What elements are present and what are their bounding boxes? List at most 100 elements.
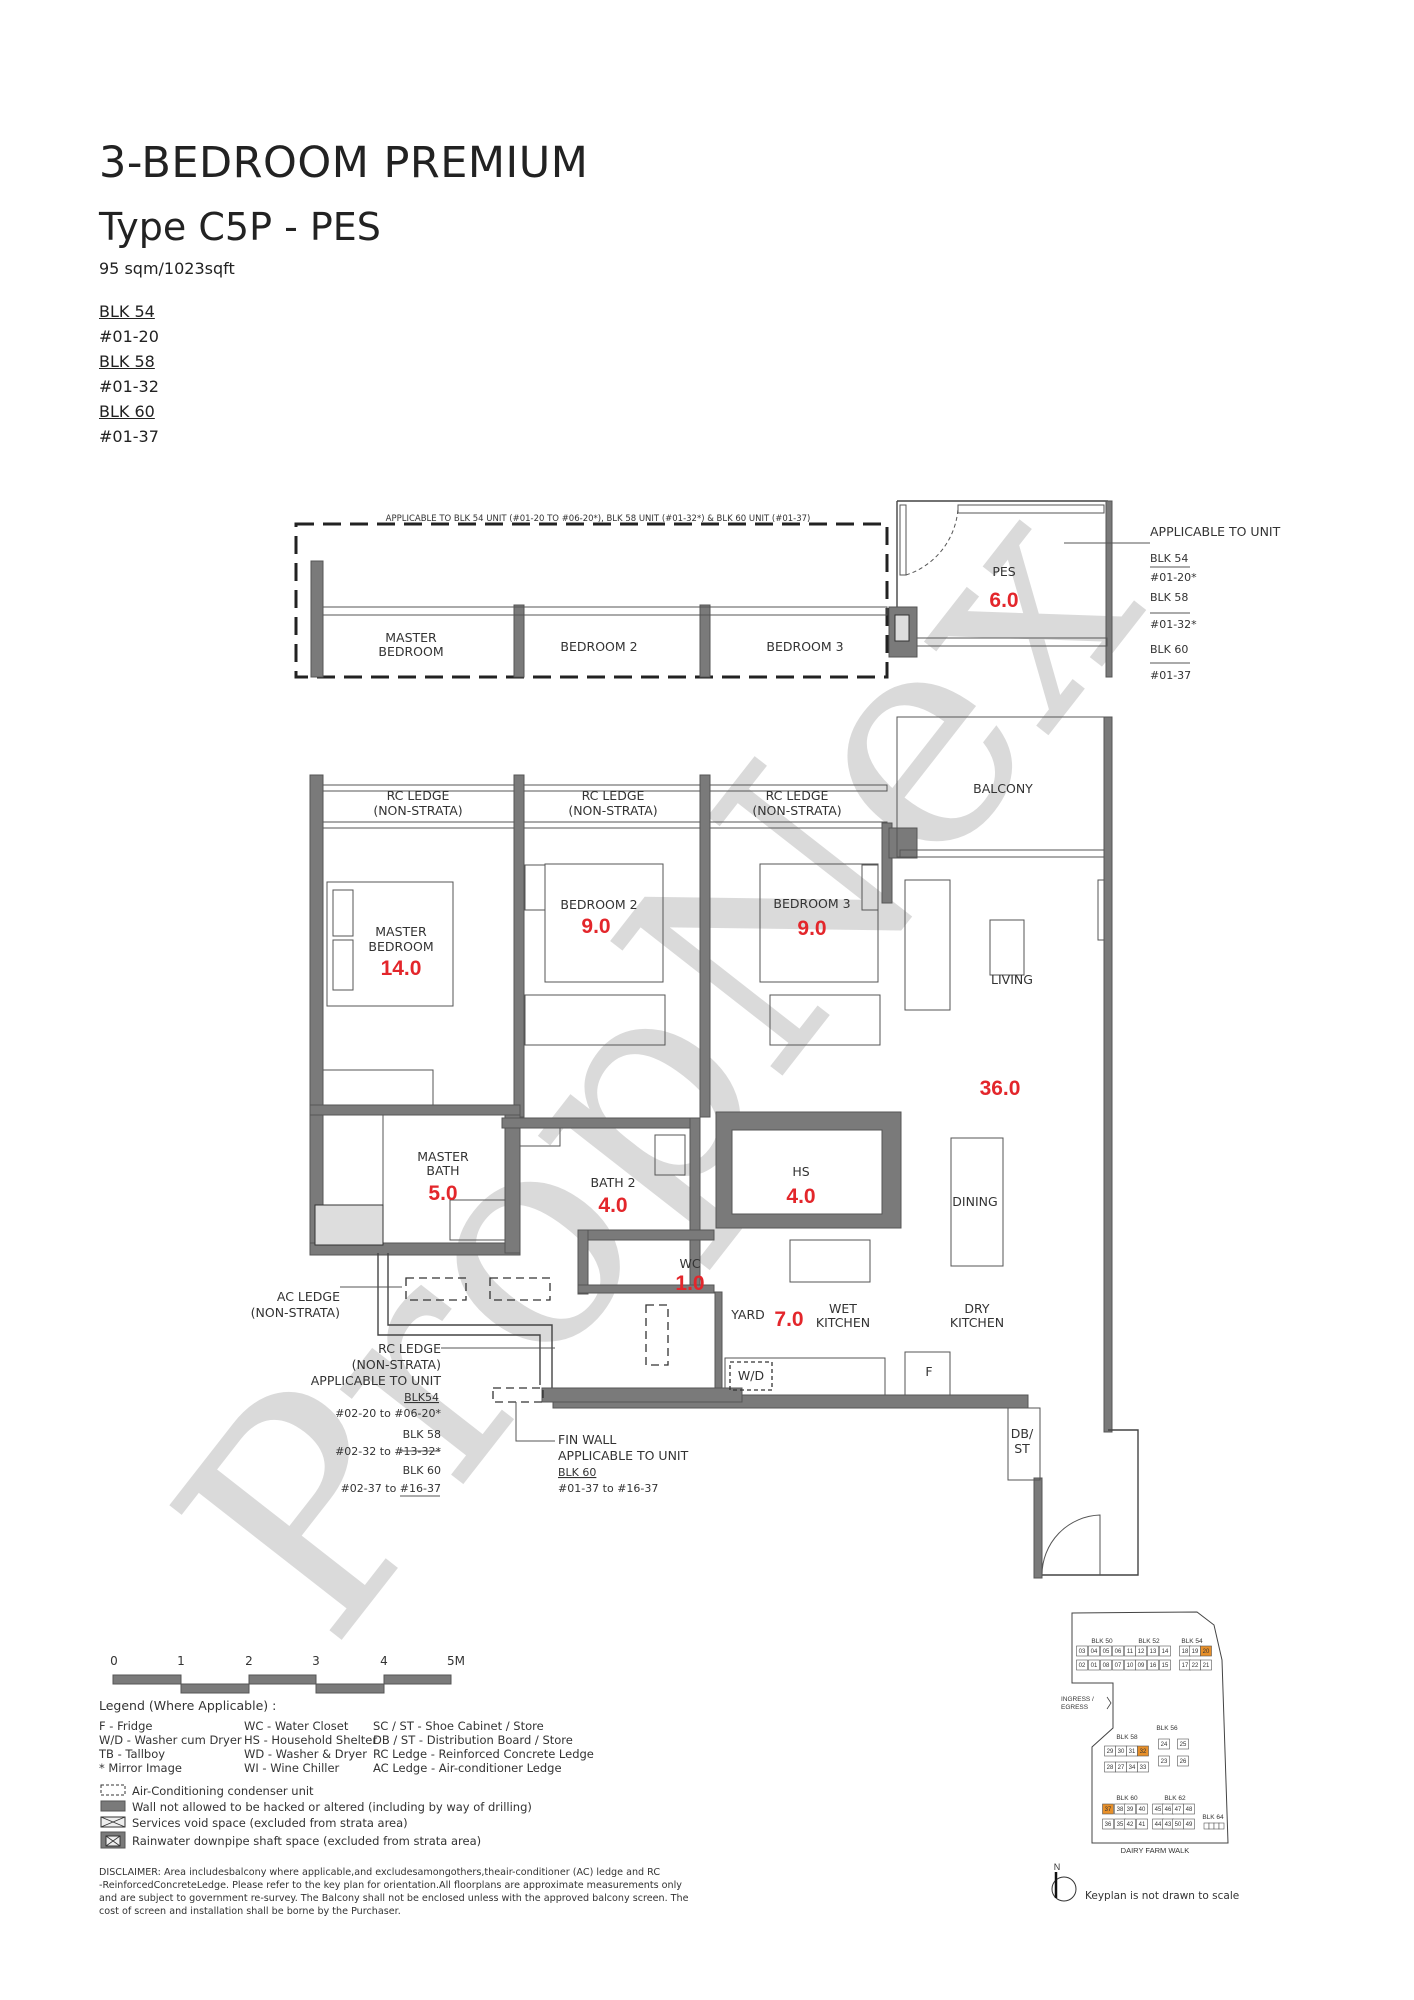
keyplan-unit: [1112, 1645, 1124, 1657]
legend-item: AC Ledge - Air-conditioner Ledge: [373, 1761, 562, 1775]
pes-label: PES: [992, 564, 1015, 579]
keyplan-unit-number: 43: [1165, 1822, 1172, 1828]
yard-area: 7.0: [774, 1308, 803, 1331]
keyplan-unit-highlight: [1102, 1803, 1114, 1815]
db-st-label: ST: [1014, 1441, 1030, 1456]
keyplan-unit-number: 44: [1155, 1822, 1162, 1828]
keyplan-block-label: BLK 52: [1138, 1638, 1160, 1645]
keyplan-unit-number: 32: [1140, 1749, 1147, 1755]
bath2-area: 4.0: [598, 1194, 627, 1217]
ac-ledge-note: AC LEDGE: [277, 1289, 340, 1304]
unit-area: 95 sqm/1023sqft: [99, 259, 235, 278]
keyplan-unit: [1136, 1818, 1148, 1830]
keyplan-unit-number: 41: [1139, 1822, 1146, 1828]
keyplan-unit-number: 31: [1129, 1749, 1136, 1755]
keyplan-unit-number: 34: [1129, 1765, 1136, 1771]
keyplan-unit: [1102, 1818, 1114, 1830]
note-line: APPLICABLE TO UNIT: [558, 1448, 689, 1463]
keyplan-unit-number: 01: [1091, 1663, 1098, 1669]
legend-item: WD - Washer & Dryer: [244, 1747, 367, 1761]
rc-ledge-label: (NON-STRATA): [752, 803, 841, 818]
keyplan-unit-number: 38: [1117, 1807, 1124, 1813]
master-bedroom-area: 14.0: [381, 957, 422, 980]
keyplan-block-label: BLK 58: [1116, 1734, 1138, 1741]
keyplan-unit-number: 19: [1192, 1649, 1199, 1655]
keyplan-unit-number: 50: [1175, 1822, 1182, 1828]
ac-condenser-icon: [100, 1784, 126, 1796]
dry-kitchen-label: DRY: [964, 1301, 990, 1316]
keyplan-unit-number: 39: [1127, 1807, 1134, 1813]
rc-ledge-label: RC LEDGE: [387, 788, 450, 803]
unit-number: #01-20: [99, 327, 159, 346]
legend-item: RC Ledge - Reinforced Concrete Ledge: [373, 1747, 594, 1761]
window: [322, 606, 888, 616]
master-bedroom-label: MASTER: [375, 924, 427, 939]
keyplan-unit: [1218, 1822, 1225, 1830]
scale-bar: 0 1 2 3 4 5M: [110, 1654, 465, 1694]
keyplan-unit-number: 10: [1127, 1663, 1134, 1669]
keyplan-unit-number: 20: [1203, 1649, 1210, 1655]
applicable-line: BLK 58: [1150, 591, 1188, 604]
keyplan-unit: [1124, 1803, 1136, 1815]
main-plan: [309, 716, 1139, 1579]
master-bath-label: MASTER: [417, 1149, 469, 1164]
keyplan: INGRESS / EGRESS DAIRY FARM WALK N Keypl…: [1051, 1611, 1239, 1902]
keyplan-unit: [1203, 1822, 1210, 1830]
keyplan-unit: [1136, 1803, 1148, 1815]
keyplan-block-label: BLK 64: [1202, 1814, 1224, 1821]
keyplan-unit: [1177, 1738, 1189, 1750]
keyplan-unit-number: 37: [1105, 1807, 1112, 1813]
ingress-label: EGRESS: [1061, 1704, 1089, 1711]
unit-block: BLK 58: [99, 352, 155, 371]
scale-tick: 0: [110, 1654, 118, 1668]
bedroom2-label: BEDROOM 2: [560, 897, 637, 912]
keyplan-unit-number: 28: [1107, 1765, 1114, 1771]
keyplan-block-label: BLK 56: [1156, 1725, 1178, 1732]
keyplan-unit-number: 30: [1118, 1749, 1125, 1755]
ac-ledge-note: (NON-STRATA): [251, 1305, 340, 1320]
applicable-line: #01-32*: [1150, 618, 1197, 631]
keyplan-unit-number: 03: [1079, 1649, 1086, 1655]
bedroom3-area: 9.0: [797, 917, 826, 940]
room-label: BEDROOM 3: [766, 639, 843, 654]
keyplan-unit-number: 15: [1162, 1663, 1169, 1669]
keyplan-unit: [1200, 1659, 1212, 1671]
note-line: RC LEDGE: [378, 1341, 441, 1356]
dry-kitchen-label: KITCHEN: [950, 1315, 1004, 1330]
room-label: BEDROOM: [378, 644, 443, 659]
keyplan-unit-number: 45: [1155, 1807, 1162, 1813]
keyplan-unit-number: 14: [1162, 1649, 1169, 1655]
keyplan-unit-number: 46: [1165, 1807, 1172, 1813]
keyplan-unit-number: 22: [1192, 1663, 1199, 1669]
keyplan-unit: [1147, 1645, 1159, 1657]
unit-number: #01-37: [99, 427, 159, 446]
keyplan-unit: [1208, 1822, 1215, 1830]
living-label: LIVING: [991, 972, 1033, 987]
disclaimer-line: DISCLAIMER: Area includesbalcony where a…: [99, 1867, 660, 1878]
rainwater-shaft-icon: [100, 1831, 126, 1849]
note-line: FIN WALL: [558, 1432, 616, 1447]
keyplan-unit: [1159, 1645, 1171, 1657]
keyplan-block-label: BLK 62: [1164, 1795, 1186, 1802]
structural-wall-icon: [100, 1800, 126, 1812]
keyplan-unit-number: 40: [1139, 1807, 1146, 1813]
keyplan-note: Keyplan is not drawn to scale: [1085, 1890, 1239, 1902]
keyplan-unit: [1137, 1761, 1149, 1773]
keyplan-unit: [1076, 1659, 1088, 1671]
unit-number: #01-32: [99, 377, 159, 396]
keyplan-unit: [1159, 1659, 1171, 1671]
wall: [1105, 500, 1113, 678]
keyplan-unit-number: 26: [1180, 1759, 1187, 1765]
note-line: BLK54: [404, 1391, 439, 1404]
keyplan-unit-number: 02: [1079, 1663, 1086, 1669]
legend-item: WI - Wine Chiller: [244, 1761, 340, 1775]
rainwater-shaft-icon: [888, 827, 918, 859]
wet-kitchen-label: WET: [829, 1301, 857, 1316]
unit-block: BLK 54: [99, 302, 155, 321]
north-label: N: [1054, 1862, 1061, 1872]
legend-item: * Mirror Image: [99, 1761, 182, 1775]
keyplan-unit-number: 16: [1150, 1663, 1157, 1669]
keyplan-unit-number: 47: [1175, 1807, 1182, 1813]
wall: [310, 560, 324, 678]
note-line: #01-37 to #16-37: [558, 1482, 658, 1495]
